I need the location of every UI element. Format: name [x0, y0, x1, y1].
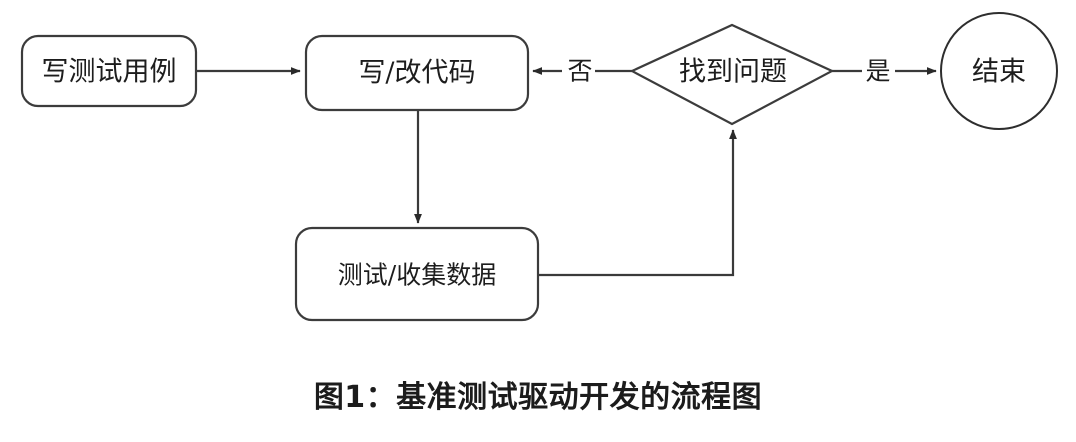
- edge-label-no: 否: [567, 57, 592, 86]
- edge-label-yes: 是: [865, 57, 890, 86]
- node-write-code-label: 写/改代码: [358, 58, 475, 89]
- node-end[interactable]: 结束: [940, 12, 1058, 130]
- figure-caption: 图1：基准测试驱动开发的流程图: [313, 380, 763, 415]
- node-decision-label: 找到问题: [679, 57, 787, 88]
- flowchart-canvas: 否 是 写测试用例 写/改代码 找到问题 结束: [20, 12, 1058, 322]
- edge-decision-to-write-code: 否: [532, 57, 632, 86]
- edge-decision-to-end: 是: [832, 57, 937, 86]
- node-write-code[interactable]: 写/改代码: [304, 34, 530, 112]
- node-decision-found-problem[interactable]: 找到问题: [629, 23, 835, 126]
- node-collect-data-label: 测试/收集数据: [338, 261, 496, 290]
- node-write-tests-label: 写测试用例: [42, 57, 177, 88]
- edge-collect-data-to-decision: [538, 129, 737, 277]
- node-end-label: 结束: [972, 57, 1026, 88]
- node-collect-data[interactable]: 测试/收集数据: [294, 226, 540, 322]
- node-write-tests[interactable]: 写测试用例: [20, 34, 198, 108]
